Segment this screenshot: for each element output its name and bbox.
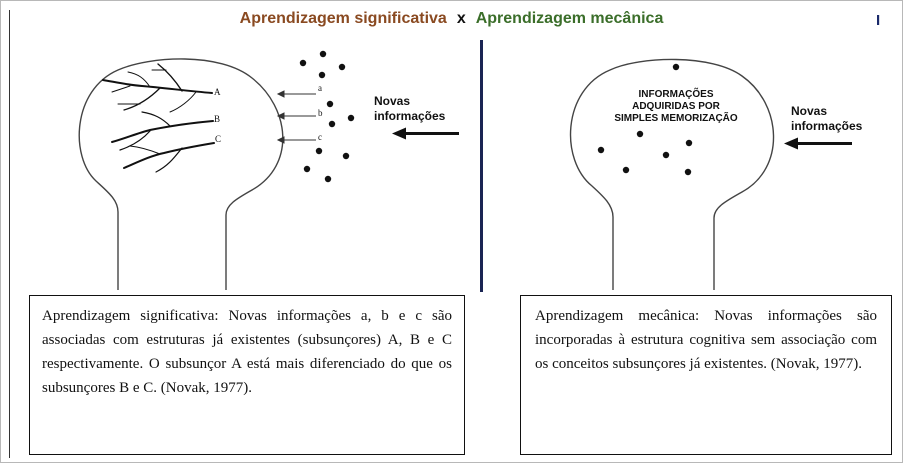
caption-meaningful-learning: Aprendizagem significativa: Novas inform…	[29, 295, 465, 455]
branch-label-b: B	[214, 114, 220, 124]
right-head-outline	[569, 58, 775, 290]
caption-rote-learning: Aprendizagem mecânica: Novas informações…	[520, 295, 892, 455]
left-new-info-line2: informações	[374, 109, 446, 123]
left-big-arrow	[392, 127, 459, 140]
small-arrows	[276, 90, 316, 144]
left-border-line	[9, 10, 10, 458]
right-big-arrow	[784, 137, 852, 150]
arrow-label-b: b	[318, 108, 323, 118]
left-new-info-line1: Novas	[374, 94, 410, 108]
center-divider	[480, 40, 483, 292]
arrow-label-a: a	[318, 83, 322, 93]
corner-mark: I	[876, 12, 881, 29]
arrow-label-c: c	[318, 132, 322, 142]
title-meaningful-learning: Aprendizagem significativa	[239, 10, 447, 27]
left-info-dots	[299, 50, 355, 183]
title-rote-learning: Aprendizagem mecânica	[475, 10, 664, 27]
branch-label-a: A	[214, 87, 221, 97]
figure-title: Aprendizagem significativa x Aprendizagem …	[0, 10, 903, 28]
memo-line3: SIMPLES MEMORIZAÇÃO	[614, 111, 738, 124]
branch-c	[123, 142, 215, 173]
branch-b	[111, 111, 214, 151]
right-new-info-line2: informações	[791, 119, 863, 133]
branch-label-c: C	[215, 134, 221, 144]
memo-line1: INFORMAÇÕES	[639, 87, 714, 100]
right-new-info-line1: Novas	[791, 104, 827, 118]
left-head-outline	[78, 58, 284, 290]
right-info-dots	[597, 63, 693, 176]
memo-line2: ADQUIRIDAS POR	[632, 101, 721, 112]
title-versus: x	[456, 10, 466, 27]
branch-a	[102, 63, 213, 113]
